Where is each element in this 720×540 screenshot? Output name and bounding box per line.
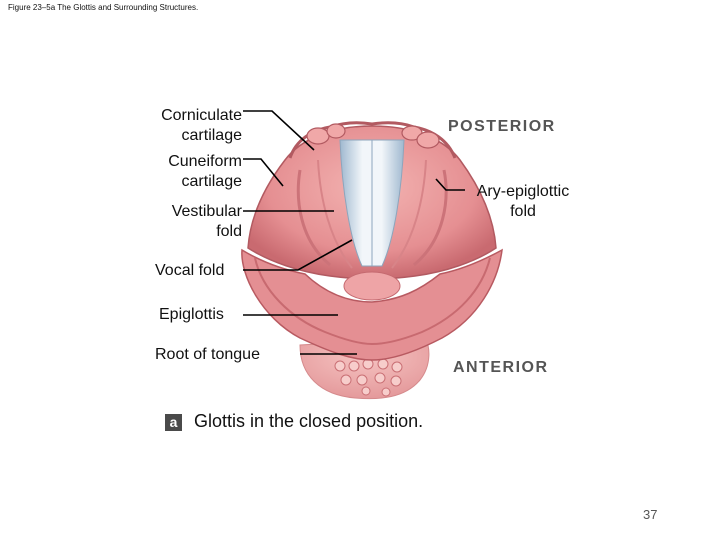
label-corniculate-line1: Corniculate [161,107,242,124]
anterior-label: ANTERIOR [453,359,549,376]
figure-title: Figure 23–5a The Glottis and Surrounding… [8,3,199,12]
label-aryepiglottic-line1: Ary-epiglottic [476,183,570,200]
epiglottis-shape [241,248,503,361]
label-vocal-fold: Vocal fold [155,262,225,279]
label-epiglottis: Epiglottis [159,306,224,323]
label-cuneiform-cartilage: Cuneiform cartilage [168,152,242,192]
label-aryepiglottic-fold: Ary-epiglottic fold [462,182,584,222]
panel-letter-badge: a [165,414,182,431]
label-corniculate-cartilage: Corniculate cartilage [161,106,242,146]
label-corniculate-line2: cartilage [181,127,242,144]
papillae [334,358,403,397]
label-vestibular-line1: Vestibular [171,203,242,220]
leader-lines [243,110,465,355]
panel-caption: Glottis in the closed position. [194,411,424,431]
label-vestibular-line2: fold [216,223,242,240]
page-number: 37 [643,507,658,522]
label-aryepiglottic-line2: fold [510,203,536,220]
label-cuneiform-line1: Cuneiform [168,153,242,170]
label-root-of-tongue: Root of tongue [155,346,260,363]
posterior-label: POSTERIOR [448,118,556,135]
label-vestibular-fold: Vestibular fold [172,202,242,242]
label-cuneiform-line2: cartilage [181,173,242,190]
